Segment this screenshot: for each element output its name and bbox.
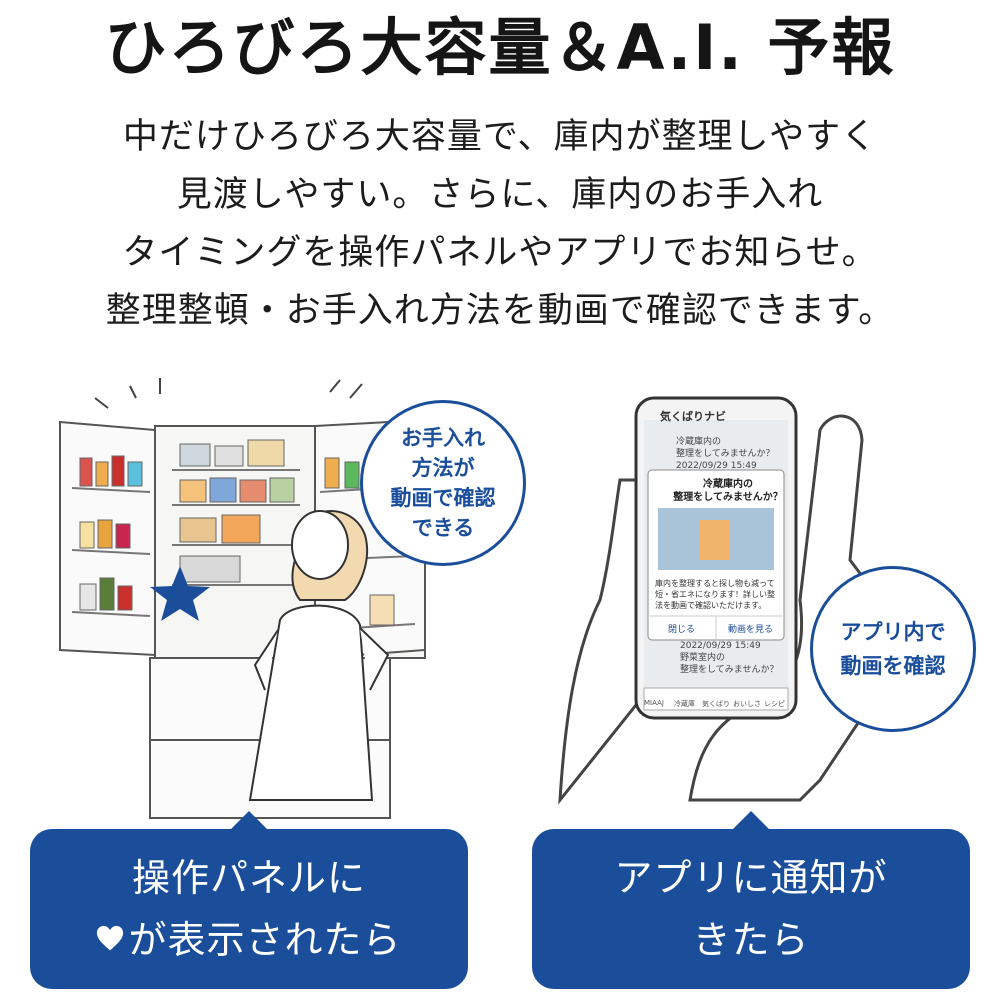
app-title: 気くばりナビ [660, 410, 726, 423]
notification-card[interactable]: 2022/09/29 15:49 野菜室内の 整理をしてみませんか？ [680, 640, 778, 676]
nav-item[interactable]: MIAAJ [644, 699, 664, 707]
callout-line: 動画を確認 [840, 654, 946, 678]
panel-notice-line2: が表示されたら [30, 909, 468, 971]
illustration [59, 378, 882, 819]
callout-line: 方法が [411, 456, 475, 480]
heart-icon [97, 925, 124, 950]
callout-app-video: アプリ内で 動画を確認 [810, 566, 976, 732]
card-text: 冷蔵庫内の [676, 437, 722, 447]
card-text: 野菜室内の [680, 653, 726, 663]
intro-line: 見渡しやすい。さらに、庫内のお手入れ [176, 175, 824, 215]
nav-item[interactable]: 気くばり [702, 700, 730, 708]
panel-notice-text: が表示されたら [128, 918, 402, 962]
nav-item[interactable]: おいしさ [733, 700, 761, 708]
woman-drawing [248, 510, 390, 801]
dialog-body-line: 庫内を整理すると探し物も減って [655, 579, 775, 588]
nav-item[interactable]: レシピ [764, 700, 785, 708]
intro-line: 整理整頓・お手入れ方法を動画で確認できます。 [105, 291, 895, 331]
card-date: 2022/09/29 15:49 [680, 641, 761, 651]
dialog-body-line: 法を動画で確認いただけます。 [655, 601, 767, 610]
dialog-title-line: 整理をしてみませんか？ [673, 492, 783, 503]
star-icon [150, 566, 210, 621]
notification-card[interactable]: 冷蔵庫内の 整理をしてみませんか？ 2022/09/29 15:49 [676, 436, 774, 472]
callout-line: 動画で確認 [390, 486, 496, 510]
card-text: 整理をしてみませんか？ [676, 449, 775, 459]
bubble-tip [731, 811, 771, 831]
bubble-tip [229, 811, 269, 831]
intro-line: タイミングを操作パネルやアプリでお知らせ。 [122, 233, 878, 273]
app-notice-box: アプリに通知が きたら [532, 811, 970, 989]
surprise-lines [94, 378, 363, 409]
callout-line: アプリ内で [840, 620, 946, 644]
dialog-body-line: 短・省エネになります！詳しい整 [655, 590, 775, 599]
intro-line: 中だけひろびろ大容量で、庫内が整理しやすく [122, 117, 878, 157]
panel-notice-line: 操作パネルに [131, 856, 366, 900]
smartphone [634, 396, 798, 720]
app-notice-line: きたら [692, 918, 810, 962]
callout-line: お手入れ [401, 426, 485, 450]
intro-text: 中だけひろびろ大容量で、庫内が整理しやすく 見渡しやすい。さらに、庫内のお手入れ… [0, 108, 1000, 340]
card-text: 整理をしてみませんか？ [680, 665, 779, 675]
nav-item[interactable]: 冷蔵庫 [674, 700, 695, 708]
card-date: 2022/09/29 15:49 [676, 461, 757, 471]
watch-video-button[interactable]: 動画を見る [728, 625, 774, 635]
dialog-body: 庫内を整理すると探し物も減って 短・省エネになります！詳しい整 法を動画で確認い… [655, 578, 785, 611]
dialog-title-line: 冷蔵庫内の [703, 479, 753, 490]
page-title: ひろびろ大容量＆A.I. 予報 [104, 11, 896, 84]
callout-care-video: お手入れ 方法が 動画で確認 できる [360, 400, 526, 566]
dialog-title: 冷蔵庫内の 整理をしてみませんか？ [658, 478, 798, 504]
panel-notice-box: 操作パネルに が表示されたら [30, 811, 468, 989]
app-notice-line: アプリに通知が [614, 856, 888, 900]
close-button[interactable]: 閉じる [668, 625, 696, 635]
callout-line: できる [411, 516, 475, 540]
food-items [79, 439, 395, 626]
